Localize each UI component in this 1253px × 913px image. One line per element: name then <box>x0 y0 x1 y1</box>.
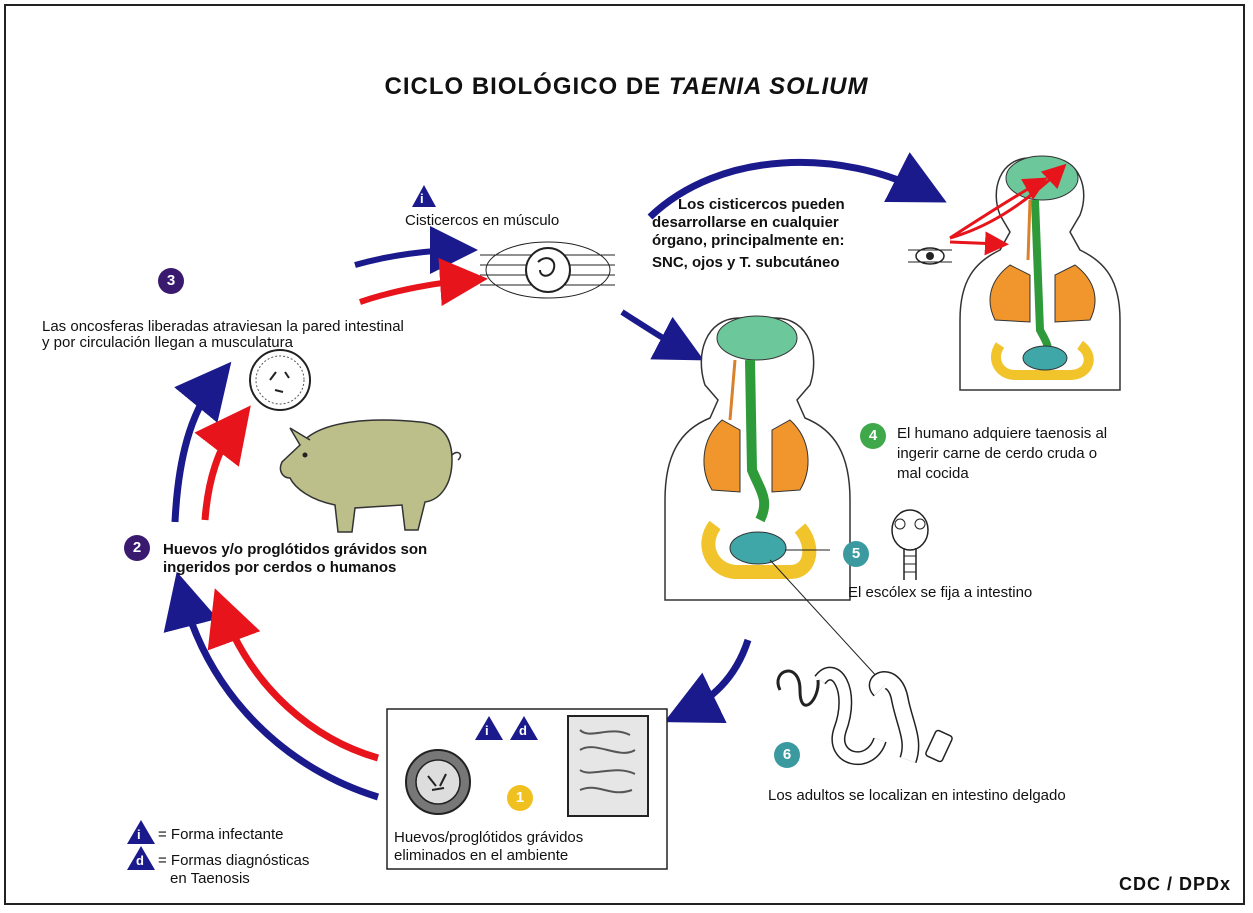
muscle-cysticercus-image <box>480 242 615 298</box>
legend-diagnostic-text-line-2: en Taenosis <box>170 870 250 888</box>
stage-1-badge: 1 <box>507 785 533 811</box>
arrow-human-to-environment <box>683 640 748 713</box>
arrow-ingestion-to-oncosphere-red <box>205 422 238 520</box>
legend-triangle-i-letter: i <box>137 826 141 844</box>
diagram-title: CICLO BIOLÓGICO DE TAENIA SOLIUM <box>0 73 1253 101</box>
oncosphere-image <box>250 350 310 410</box>
title-prefix: CICLO BIOLÓGICO DE <box>385 73 669 100</box>
cysticercosis-human-figure <box>950 156 1120 390</box>
infective-stage-triangle-top <box>412 185 436 207</box>
adult-tapeworm-image <box>778 671 953 762</box>
human-host-figure <box>665 316 880 680</box>
scolex-image <box>892 510 928 580</box>
stage-4-text-line-3: mal cocida <box>897 465 969 483</box>
arrow-env-to-ingestion-blue <box>182 592 378 797</box>
arrow-oncosphere-to-muscle-red <box>360 280 470 302</box>
pig-image <box>280 420 460 532</box>
stage-6-text: Los adultos se localizan en intestino de… <box>768 787 1066 805</box>
arrow-ingestion-to-oncosphere-blue <box>175 378 218 522</box>
stage-4-badge: 4 <box>860 423 886 449</box>
legend-infective-triangle <box>127 820 155 844</box>
stage-2-text-line-2: ingeridos por cerdos o humanos <box>163 559 396 577</box>
cysticerci-spread-line-1: Los cisticercos pueden <box>678 196 845 214</box>
stage-1-text-line-2: eliminados en el ambiente <box>394 847 568 865</box>
title-species: TAENIA SOLIUM <box>669 73 869 100</box>
stage-4-text-line-1: El humano adquiere taenosis al <box>897 425 1107 443</box>
legend-diagnostic-text-line-1: = Formas diagnósticas <box>158 852 309 870</box>
legend-infective-text: = Forma infectante <box>158 826 283 844</box>
triangle-i-top-letter: i <box>420 190 424 208</box>
stage-4-text-line-2: ingerir carne de cerdo cruda o <box>897 445 1097 463</box>
env-triangle-d-letter: d <box>519 722 527 740</box>
arrow-env-to-ingestion-red <box>222 608 378 758</box>
cysticerci-spread-line-3: órgano, principalmente en: <box>652 232 845 250</box>
cysticerci-spread-line-4: SNC, ojos y T. subcutáneo <box>652 254 840 272</box>
stage-5-text: El escólex se fija a intestino <box>848 584 1032 602</box>
source-credit: CDC / DPDx <box>1119 874 1231 895</box>
cysticerci-muscle-label: Cisticercos en músculo <box>405 212 559 230</box>
stage-3-text-line-2: y por circulación llegan a musculatura <box>42 334 293 352</box>
legend-triangle-d-letter: d <box>136 852 144 870</box>
arrow-oncosphere-to-muscle-blue <box>355 250 460 265</box>
arrow-muscle-to-human <box>622 312 688 352</box>
stage-1-text-line-1: Huevos/proglótidos grávidos <box>394 829 583 847</box>
cysticerci-spread-line-2: desarrollarse en cualquier <box>652 214 839 232</box>
env-triangle-i-letter: i <box>485 722 489 740</box>
stage-3-badge: 3 <box>158 268 184 294</box>
muscle-cyst-small-icon <box>908 248 952 264</box>
stage-5-badge: 5 <box>843 541 869 567</box>
stage-2-text-line-1: Huevos y/o proglótidos grávidos son <box>163 541 427 559</box>
stage-2-badge: 2 <box>124 535 150 561</box>
stage-6-badge: 6 <box>774 742 800 768</box>
